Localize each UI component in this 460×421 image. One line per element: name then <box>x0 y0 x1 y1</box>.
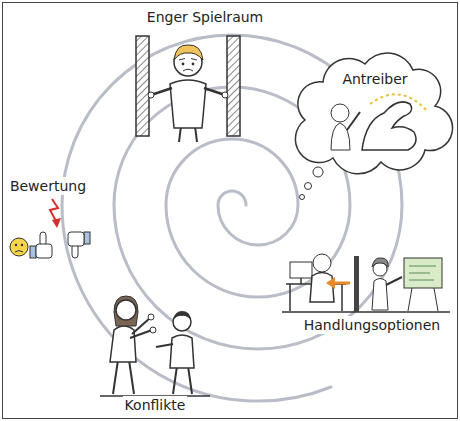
person-legs <box>173 366 192 394</box>
pointing-arm <box>156 344 173 347</box>
illustration-label: Enger Spielraum <box>145 8 265 26</box>
hair <box>173 311 191 320</box>
person-head <box>313 254 331 272</box>
driver-cloud <box>295 53 452 200</box>
arrow-head <box>52 218 61 228</box>
thought-bubble <box>300 195 305 200</box>
thumbs-down <box>68 232 84 246</box>
eye <box>192 63 195 66</box>
illustration-label: Antreiber <box>340 70 409 88</box>
hair <box>372 258 388 267</box>
monitor <box>290 262 312 278</box>
arrow-head <box>326 277 335 289</box>
arrow <box>334 282 350 285</box>
eye <box>15 244 17 246</box>
illustration-label: Konflikte <box>123 396 188 414</box>
hair <box>174 45 203 60</box>
pointing-arm <box>386 277 402 285</box>
person-head <box>116 300 136 320</box>
thought-bubble <box>305 183 312 190</box>
hand <box>148 314 154 320</box>
options-scene <box>282 254 450 312</box>
person-body <box>331 123 350 150</box>
thought-bubble <box>313 167 323 177</box>
flexed-arm <box>362 102 416 150</box>
cuff <box>30 246 36 258</box>
person-body <box>372 279 388 311</box>
eye <box>182 63 185 66</box>
hand <box>148 92 154 98</box>
narrow-space-figure <box>136 36 240 142</box>
cuff <box>84 232 90 244</box>
person-legs <box>113 360 134 394</box>
illustration-label: Bewertung <box>8 177 88 195</box>
lightning-arrow <box>50 199 58 221</box>
eye <box>21 244 23 246</box>
person-head <box>331 104 349 122</box>
ground-line <box>282 311 450 313</box>
hand <box>222 92 228 98</box>
illustration-label: Handlungsoptionen <box>302 316 442 334</box>
person-body <box>110 326 136 362</box>
easel-legs <box>408 288 438 311</box>
person-arms <box>151 88 225 95</box>
board-lines <box>409 266 436 280</box>
frown <box>15 251 23 253</box>
frame <box>3 3 458 419</box>
hair <box>114 296 138 326</box>
person-back <box>310 273 334 303</box>
thought-cloud <box>295 53 452 174</box>
person-body <box>170 80 206 128</box>
hand <box>150 327 156 333</box>
pillar <box>227 36 240 136</box>
sad-face <box>10 238 28 256</box>
worried-face <box>179 59 197 72</box>
thumbs-up <box>36 244 52 258</box>
rating-icons <box>10 199 90 258</box>
post <box>354 256 359 312</box>
pillar <box>136 36 149 136</box>
board <box>404 258 442 288</box>
person-body <box>170 335 194 368</box>
sparkle <box>370 94 426 110</box>
conflict-scene <box>100 296 210 396</box>
